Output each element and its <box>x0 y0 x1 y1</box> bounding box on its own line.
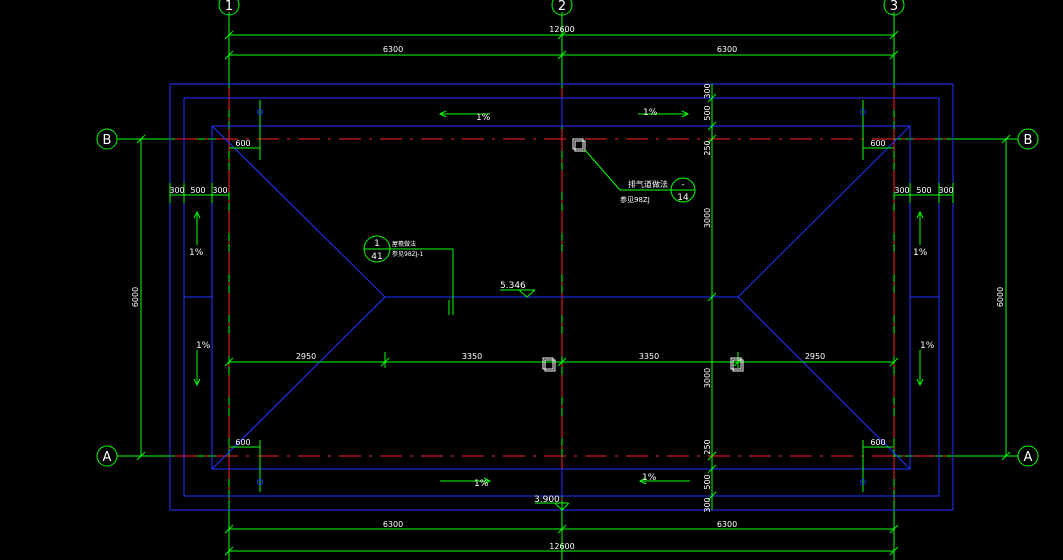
axis-bubble-2: 2 <box>551 0 573 16</box>
axis-label-1: 1 <box>225 0 233 14</box>
slope-arrow-bottom-right: 1% <box>638 473 690 485</box>
ridge-elevation: 5.346 <box>500 281 526 291</box>
callout-left-num: 1 <box>374 239 380 249</box>
slope-arrow-left-top: 1% <box>189 210 204 258</box>
middle-vertical-dimension: 300 500 250 3000 3000 250 500 300 <box>703 83 717 513</box>
dim-right-500: 500 <box>916 186 931 195</box>
callout-right-ref: 参见98ZJ <box>620 195 650 204</box>
callout-left-title: 屋檐做法 <box>392 240 416 248</box>
dim-left-depth: 6000 <box>131 287 140 307</box>
slope-label-right-bottom: 1% <box>920 341 935 351</box>
callout-detail-right: - 14 排气道做法 参见98ZJ <box>584 149 696 204</box>
callout-right-title: 排气道做法 <box>628 179 668 189</box>
eave-elevation-marker: 3.900 <box>534 495 570 511</box>
axis-label-b-left: B <box>103 133 112 148</box>
dim-top-left: 6300 <box>383 45 403 54</box>
dim-corner-tl: 600 <box>235 139 250 148</box>
axis-bubble-b-right: B <box>1017 128 1039 150</box>
right-depth-dimension: 6000 <box>996 134 1011 461</box>
dim-span-left: 2950 <box>296 352 316 361</box>
dim-top-right: 6300 <box>717 45 737 54</box>
top-dimension-chain: 12600 6300 6300 <box>224 25 899 60</box>
callout-left-sheet: 41 <box>371 252 382 262</box>
dim-left-300b: 300 <box>212 186 227 195</box>
dim-mid-500-bottom: 500 <box>703 474 712 489</box>
dim-bottom-left: 6300 <box>383 520 403 529</box>
callout-left-ref: 参见98ZJ-1 <box>392 250 423 258</box>
dim-mid-300-top: 300 <box>703 83 712 98</box>
dim-mid-3000-bottom: 3000 <box>703 368 712 388</box>
centerlines <box>175 88 950 500</box>
dim-right-300a: 300 <box>894 186 909 195</box>
slope-arrow-top-left: 1% <box>438 110 491 123</box>
left-edge-dimension: 300 500 300 <box>169 183 229 203</box>
slope-label-left-bottom: 1% <box>196 341 211 351</box>
slope-arrow-right-top: 1% <box>913 210 928 258</box>
slope-label-right-top: 1% <box>913 248 928 258</box>
slope-label-left-top: 1% <box>189 248 204 258</box>
dim-span-right: 2950 <box>805 352 825 361</box>
dim-bottom-total: 12600 <box>549 542 574 551</box>
dim-left-500: 500 <box>190 186 205 195</box>
callout-right-num: - <box>681 180 684 190</box>
slope-label-bottom-left: 1% <box>474 479 489 489</box>
eave-elevation: 3.900 <box>534 495 560 505</box>
dim-corner-bl: 600 <box>235 438 250 447</box>
axis-label-3: 3 <box>890 0 898 14</box>
dim-mid-250-top: 250 <box>703 140 712 155</box>
callout-detail-left: 1 41 屋檐做法 参见98ZJ-1 <box>363 235 454 315</box>
axis-bubble-b-left: B <box>96 128 118 150</box>
dim-mid-250-bottom: 250 <box>703 439 712 454</box>
dim-left-300a: 300 <box>169 186 184 195</box>
dim-mid-300-bottom: 300 <box>703 497 712 512</box>
slope-arrow-right-bottom: 1% <box>916 341 935 387</box>
drain-box-right <box>730 357 744 372</box>
hip-lines <box>211 125 911 470</box>
callout-right-sheet: 14 <box>677 193 689 203</box>
corner-dimensions: 600 600 600 600 <box>229 100 894 492</box>
dim-span-mid-right: 3350 <box>639 352 659 361</box>
slope-arrow-top-right: 1% <box>638 108 690 118</box>
slope-label-bottom-right: 1% <box>642 473 657 483</box>
dim-corner-br: 600 <box>870 438 885 447</box>
dim-right-300b: 300 <box>938 186 953 195</box>
slope-arrow-bottom-left: 1% <box>440 477 492 489</box>
slope-arrow-left-bottom: 1% <box>193 341 211 387</box>
vent-box-top <box>572 138 586 152</box>
dim-mid-3000-top: 3000 <box>703 208 712 228</box>
left-depth-dimension: 6000 <box>131 134 146 461</box>
bottom-dimension-chain: 6300 6300 12600 <box>224 520 899 556</box>
axis-bubble-1: 1 <box>218 0 240 16</box>
dim-span-mid-left: 3350 <box>462 352 482 361</box>
axis-label-a-left: A <box>103 450 112 465</box>
dim-corner-tr: 600 <box>870 139 885 148</box>
span-dimension-chain: 2950 3350 3350 2950 <box>224 352 899 368</box>
right-edge-dimension: 300 500 300 <box>894 183 954 203</box>
slope-label-top-left: 1% <box>476 113 491 123</box>
axis-bubble-a-left: A <box>96 445 118 467</box>
dim-right-depth: 6000 <box>996 287 1005 307</box>
axis-label-a-right: A <box>1024 450 1033 465</box>
axis-label-2: 2 <box>558 0 566 14</box>
dim-mid-500-top: 500 <box>703 105 712 120</box>
dim-bottom-right: 6300 <box>717 520 737 529</box>
drain-box-left <box>542 357 556 372</box>
axis-bubble-3: 3 <box>883 0 905 16</box>
axis-bubble-a-right: A <box>1017 445 1039 467</box>
axis-label-b-right: B <box>1024 133 1033 148</box>
dim-top-total: 12600 <box>549 25 574 34</box>
ridge-elevation-marker: 5.346 <box>500 281 536 298</box>
slope-label-top-right: 1% <box>643 108 658 118</box>
